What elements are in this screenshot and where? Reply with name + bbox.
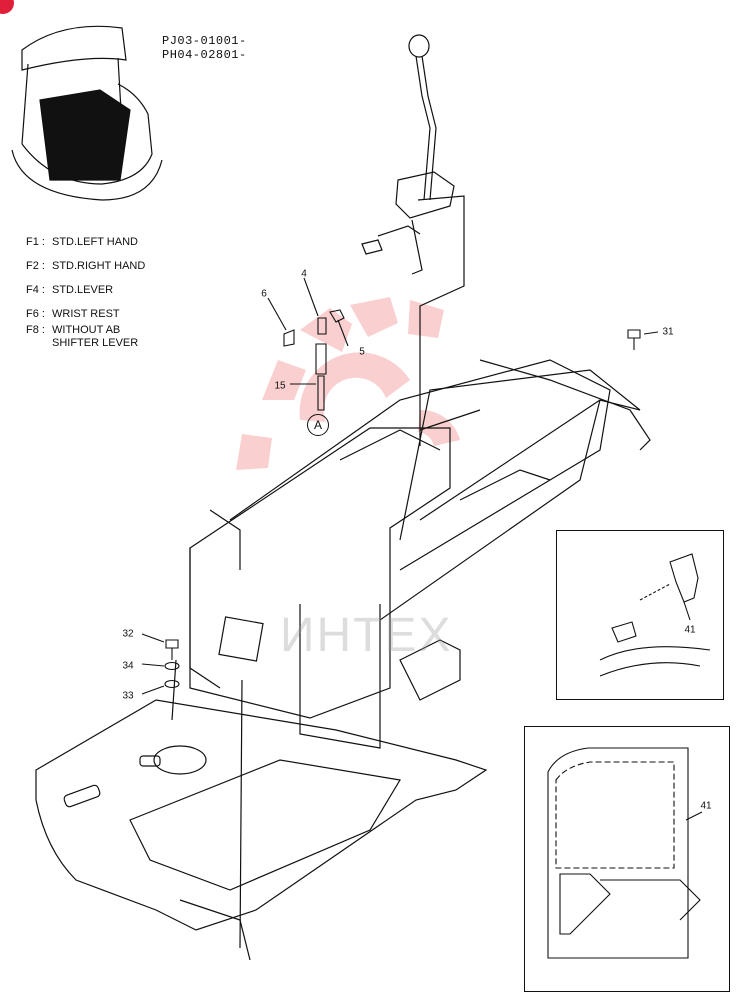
legend-desc: STD.LEVER [52,284,114,296]
watermark-text: ИНТЕХ [280,609,453,662]
legend-desc: WRIST REST [52,308,120,320]
legend-code: F6 : [26,308,45,320]
bracket-detail-inset [556,530,724,700]
serial-range-2: PH04-02801- [162,48,247,62]
legend-item: F8 : WITHOUT AB SHIFTER LEVER [26,324,176,350]
legend-item: F2 : STD.RIGHT HAND [26,260,176,273]
legend-item: F6 : WRIST REST [26,308,176,321]
excavator-thumbnail [11,25,163,201]
legend-code: F8 : [26,324,45,336]
inset-cab-drawing [547,747,703,959]
serial-range-1: PJ03-01001- [162,34,247,48]
variant-legend: F1 : STD.LEFT HAND F2 : STD.RIGHT HAND F… [26,236,176,350]
callout-32: 32 [122,628,134,640]
view-marker: A [307,414,329,436]
main-frame [189,359,651,749]
callout-5: 5 [359,346,365,358]
legend-desc: STD.LEFT HAND [52,236,138,248]
shift-lever [361,34,465,446]
legend-item: F4 : STD.LEVER [26,284,176,297]
legend-code: F1 : [26,236,45,248]
corner-badge [0,0,14,14]
detent-parts [267,277,349,411]
legend-desc: STD.RIGHT HAND [52,260,146,272]
legend-code: F2 : [26,260,45,272]
callout-34: 34 [122,660,134,672]
callout-33: 33 [122,690,134,702]
cab-detail-inset [524,726,730,992]
legend-item: F1 : STD.LEFT HAND [26,236,176,249]
legend-desc: WITHOUT AB SHIFTER LEVER [52,324,139,349]
callout-41-bracket: 41 [684,624,696,636]
bolt-31 [627,329,659,350]
callout-41-cab: 41 [700,800,712,812]
floor-plate [35,659,488,961]
callout-4: 4 [301,268,307,280]
bolt-stack [141,633,180,695]
legend-code: F4 : [26,284,45,296]
inset-bracket-drawing [599,553,711,677]
callout-6: 6 [261,288,267,300]
callout-31: 31 [662,326,674,338]
callout-15: 15 [274,380,286,392]
watermark-logo [236,297,460,470]
